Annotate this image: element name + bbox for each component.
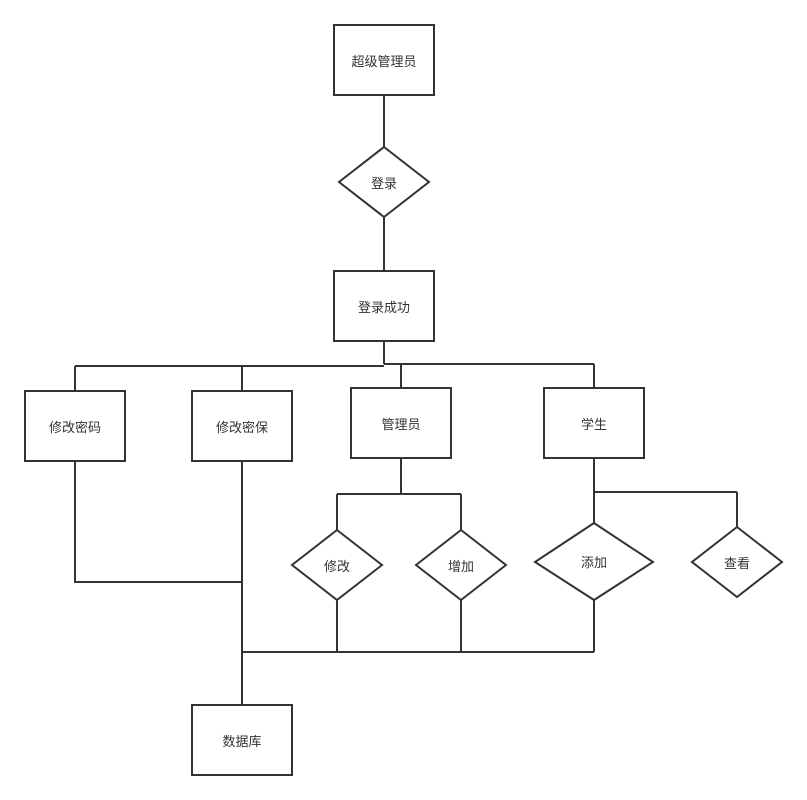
node-add-admin	[414, 528, 508, 602]
edge-change-password-db	[74, 461, 242, 583]
node-student	[543, 387, 645, 459]
node-change-security	[191, 390, 293, 462]
node-super-admin	[333, 24, 435, 96]
edge-admin-split	[336, 458, 462, 530]
edge-branch-left	[74, 365, 384, 391]
edge-student-split	[593, 458, 738, 527]
node-view	[690, 525, 784, 599]
node-modify	[290, 528, 384, 602]
node-admin	[350, 387, 452, 459]
edge-branch-right	[384, 363, 595, 388]
node-login-success	[333, 270, 435, 342]
node-database	[191, 704, 293, 776]
node-login	[337, 145, 431, 219]
node-add-student	[533, 521, 655, 602]
node-change-password	[24, 390, 126, 462]
connectors	[74, 95, 738, 705]
edge-operations-db-bus	[242, 600, 595, 653]
